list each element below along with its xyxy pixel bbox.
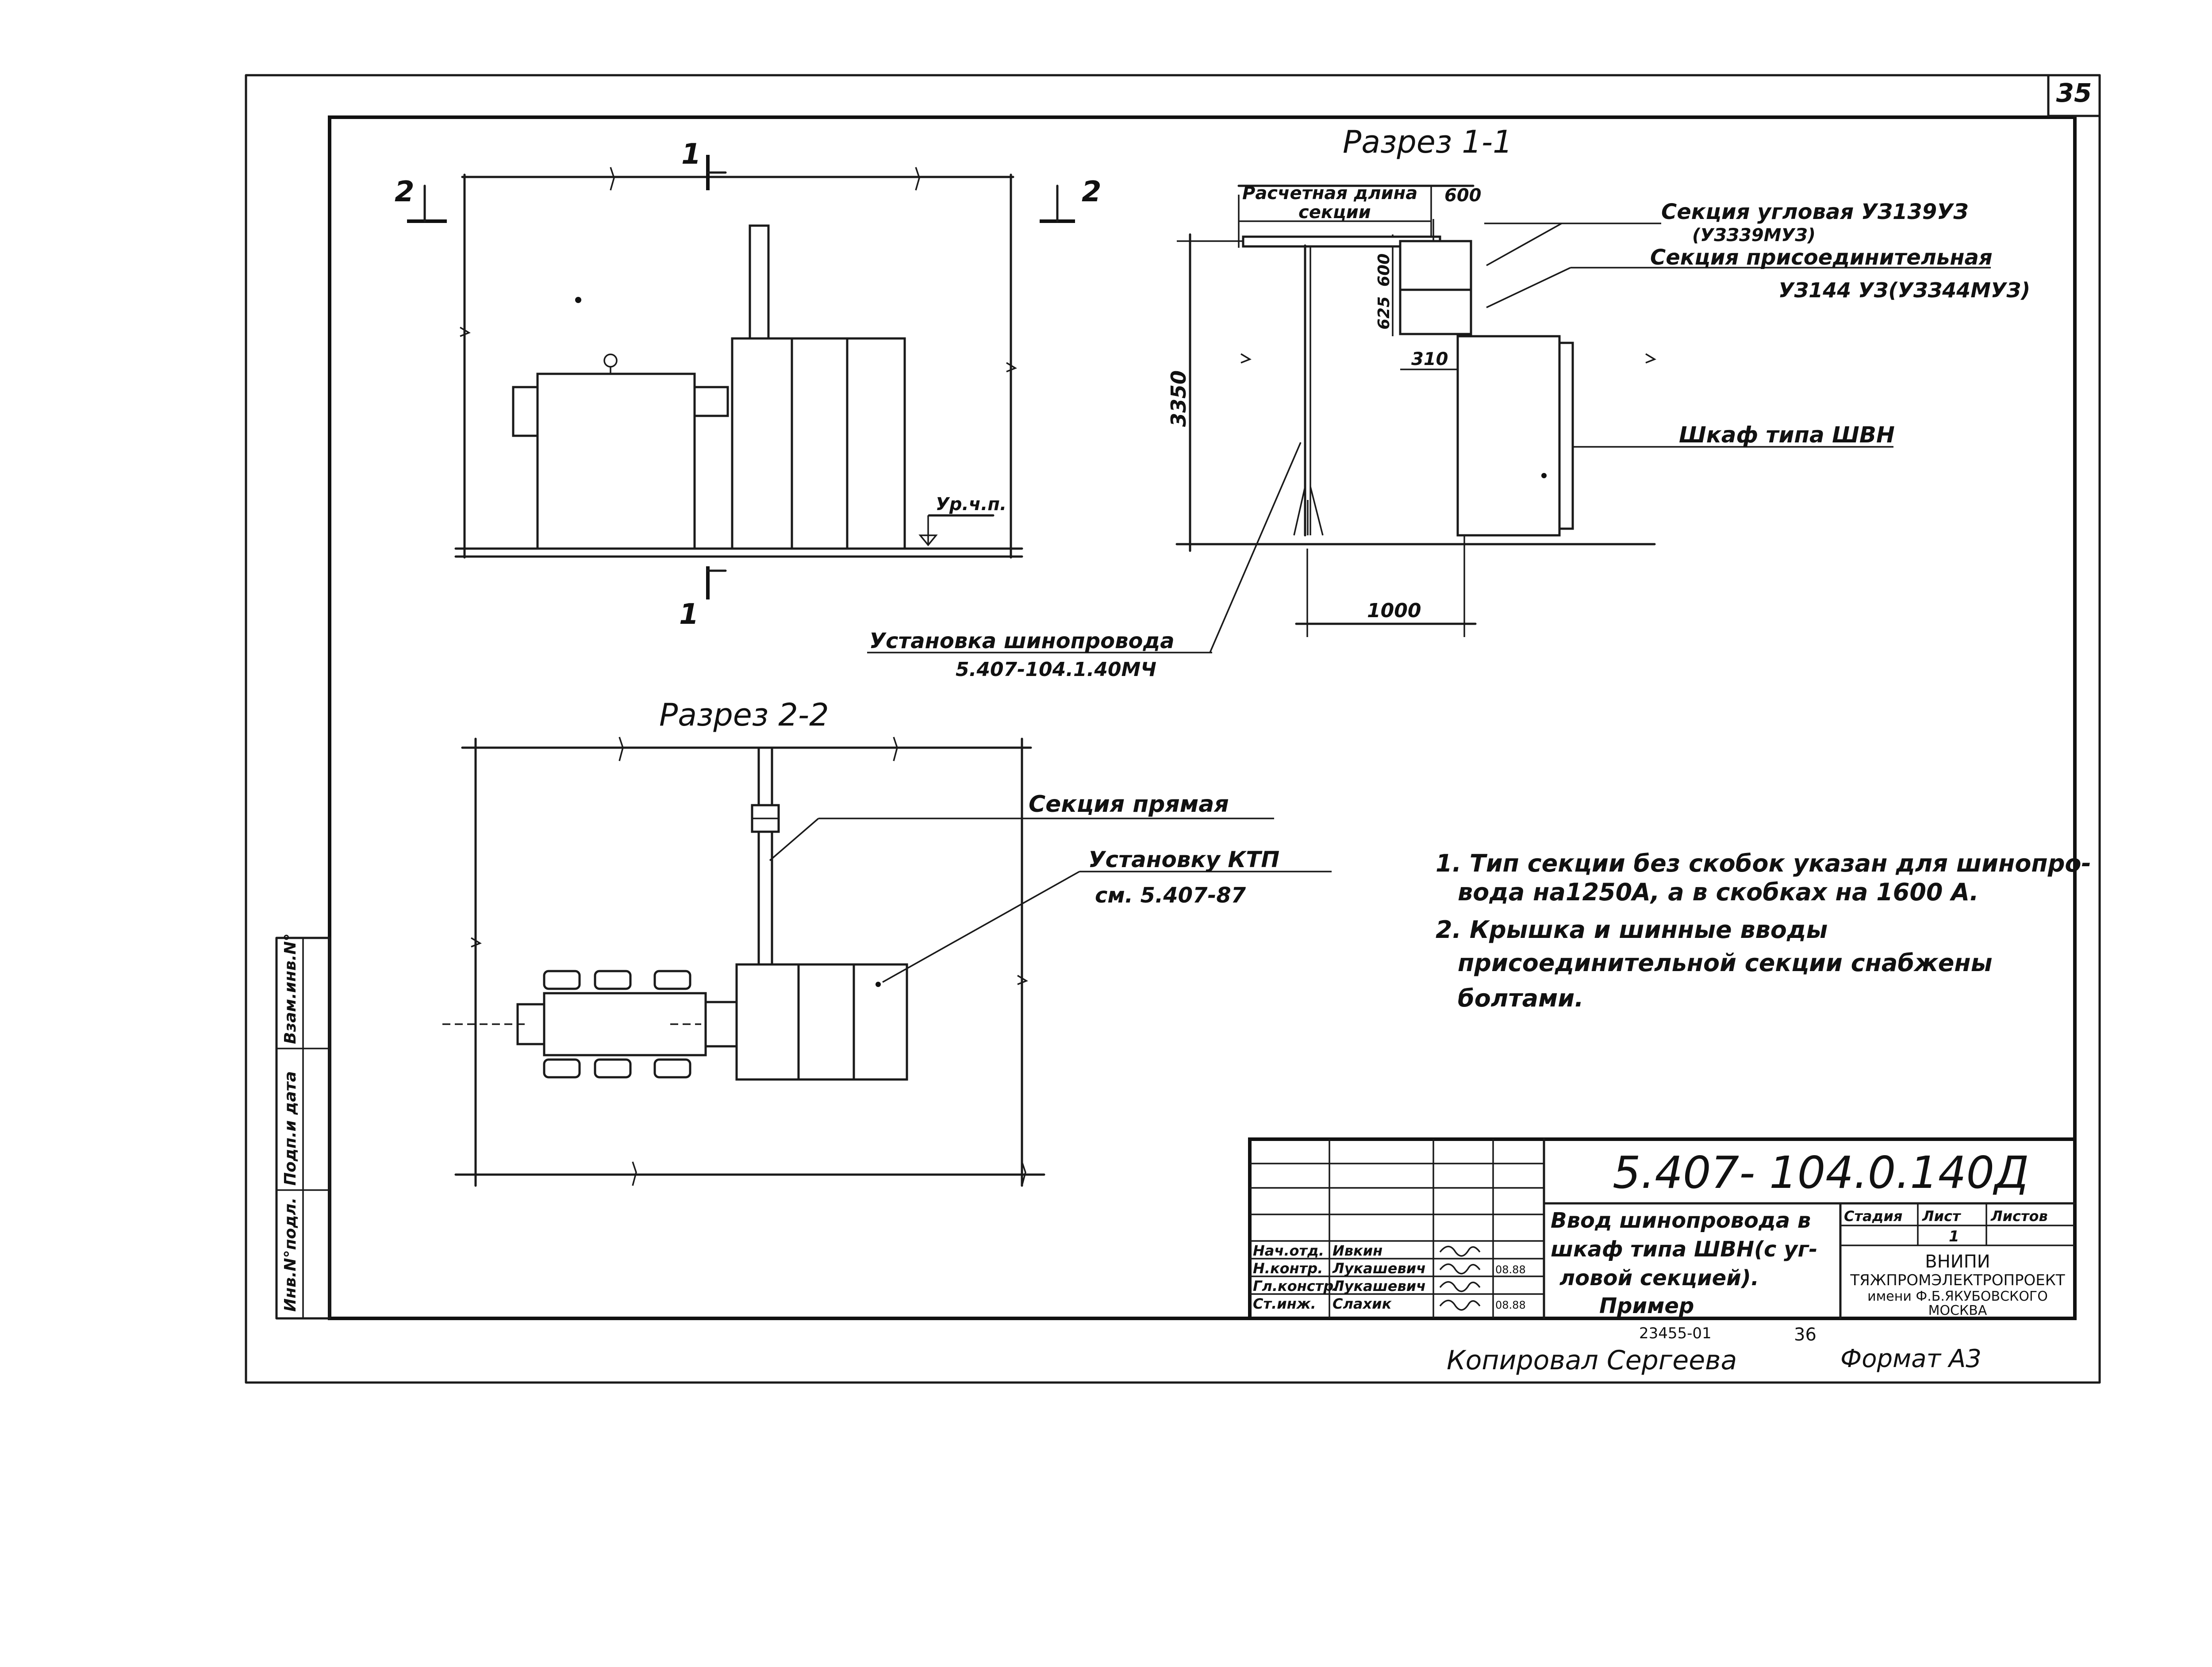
sheet-value: 1 <box>1949 1228 1959 1245</box>
inventory-number: 23455-01 <box>1639 1325 1712 1342</box>
section-2-2: Разрез 2-2 Секц <box>442 697 1332 1187</box>
busbar-install-ref: 5.407-104.1.40МЧ <box>956 658 1156 681</box>
plan-mark-1-top: 1 <box>681 138 701 171</box>
section-1-1: Разрез 1-1 Расчетная длина секции 600 33… <box>867 124 2030 681</box>
name-3: Слахик <box>1333 1295 1392 1312</box>
plan-mark-2-right: 2 <box>1082 176 1102 208</box>
side-stamp-replace: Взам.инв.N° <box>281 933 300 1044</box>
col-sheet: Лист <box>1922 1208 1962 1225</box>
dim-1000: 1000 <box>1367 599 1421 622</box>
org-line-1: ВНИПИ <box>1925 1252 1990 1272</box>
note-line-5: болтами. <box>1458 984 1584 1012</box>
connection-section-label: Секция присоединительная <box>1650 245 1993 270</box>
inner-frame <box>328 115 2077 1320</box>
desc-line-1: Ввод шинопровода в <box>1551 1208 1811 1233</box>
corner-section-label: Секция угловая УЗ139УЗ <box>1661 200 1968 224</box>
dim-600-side: 600 <box>1375 254 1393 287</box>
name-0: Ивкин <box>1333 1242 1382 1259</box>
straight-section-label: Секция прямая <box>1029 791 1229 818</box>
ktp-install-label: Установку КТП <box>1088 847 1279 872</box>
note-line-1: 1. Тип секции без скобок указан для шино… <box>1436 849 2091 877</box>
calc-length-label: Расчетная длина <box>1242 183 1417 204</box>
dim-310: 310 <box>1411 349 1448 369</box>
cabinet-label: Шкаф типа ШВН <box>1679 422 1895 448</box>
dim-600-top: 600 <box>1444 185 1482 206</box>
org-line-3: имени Ф.Б.ЯКУБОВСКОГО <box>1867 1289 2048 1304</box>
name-1: Лукашевич <box>1332 1260 1426 1277</box>
org-line-4: МОСКВА <box>1928 1303 1987 1318</box>
title-block: Нач.отд. Ивкин Н.контр. Лукашевич 08.88 … <box>1248 1137 2077 1320</box>
note-line-2: вода на1250А, а в скобках на 1600 А. <box>1458 878 1979 906</box>
calc-length-label-2: секции <box>1298 202 1371 223</box>
date-3: 08.88 <box>1495 1299 1526 1311</box>
desc-line-3: ловой секцией). <box>1559 1266 1759 1291</box>
note-line-4: присоединительной секции снабжены <box>1458 949 1993 977</box>
connection-section-code: УЗ144 УЗ(УЗЗ44МУЗ) <box>1778 278 2030 302</box>
copied-by: Копировал Сергеева <box>1447 1345 1737 1376</box>
floor-level-label: Ур.ч.п. <box>936 494 1006 515</box>
outer-frame <box>245 74 2101 1384</box>
col-stage: Стадия <box>1844 1208 1902 1225</box>
side-stamp-sign: Подп.и дата <box>281 1071 300 1186</box>
desc-line-4: Пример <box>1599 1294 1694 1318</box>
plan-view: 2 2 1 1 Ур.ч.п. <box>395 138 1102 631</box>
ktp-ref: см. 5.407-87 <box>1095 883 1246 908</box>
plan-mark-1-bottom: 1 <box>679 598 699 631</box>
side-stamp-inv: Инв.N°подл. <box>281 1198 300 1312</box>
corner-section-alt: (УЗЗ39МУЗ) <box>1692 225 1816 246</box>
notes: 1. Тип секции без скобок указан для шино… <box>1436 849 2091 1012</box>
role-1: Н.контр. <box>1253 1260 1323 1277</box>
note-line-3: 2. Крышка и шинные вводы <box>1436 916 1828 944</box>
name-2: Лукашевич <box>1332 1278 1426 1294</box>
busbar-install-label: Установка шинопровода <box>869 629 1175 653</box>
role-3: Ст.инж. <box>1253 1295 1316 1312</box>
section-1-1-title: Разрез 1-1 <box>1343 124 1513 160</box>
date-1: 08.88 <box>1495 1264 1526 1276</box>
plan-mark-2-left: 2 <box>395 176 415 208</box>
section-2-2-title: Разрез 2-2 <box>659 697 829 733</box>
org-line-2: ТЯЖПРОМЭЛЕКТРОПРОЕКТ <box>1850 1271 2065 1289</box>
dim-625: 625 <box>1375 296 1393 330</box>
role-2: Гл.констр. <box>1253 1278 1339 1294</box>
sheet-format: Формат А3 <box>1840 1344 1982 1373</box>
col-sheets: Листов <box>1990 1208 2048 1225</box>
sheet-number: 35 <box>2056 78 2092 108</box>
role-0: Нач.отд. <box>1253 1242 1324 1259</box>
desc-line-2: шкаф типа ШВН(с уг- <box>1551 1237 1817 1262</box>
side-stamp: Инв.N°подл. Подп.и дата Взам.инв.N° <box>275 933 331 1320</box>
inventory-page: 36 <box>1794 1325 1816 1345</box>
dim-3350: 3350 <box>1167 370 1190 427</box>
sheet-number-box <box>2047 74 2101 117</box>
doc-code: 5.407- 104.0.140Д <box>1613 1147 2029 1198</box>
